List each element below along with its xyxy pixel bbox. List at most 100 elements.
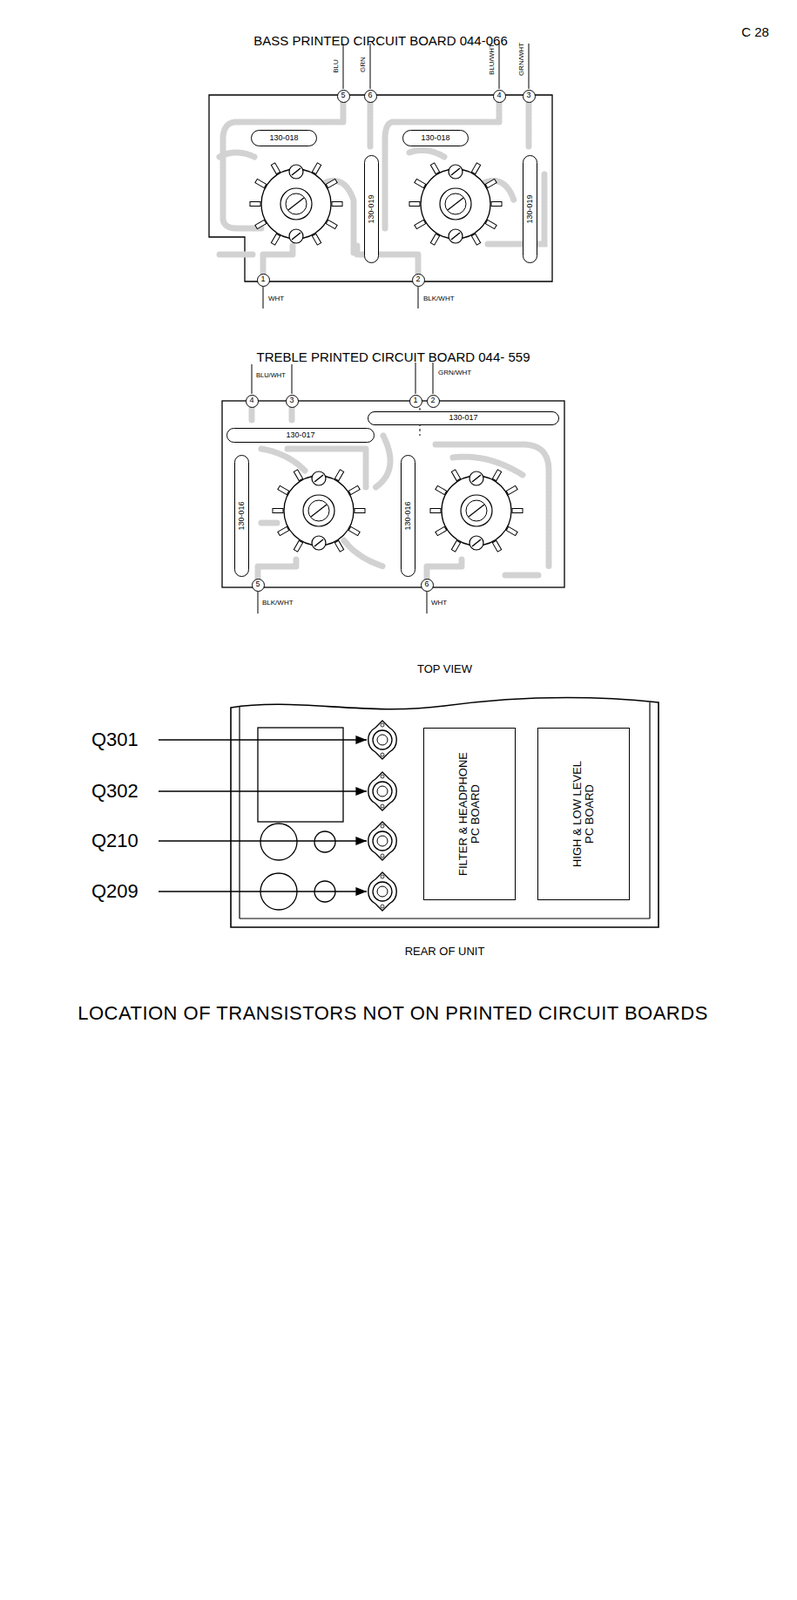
treble-board-drawing (257, 591, 259, 614)
part-number: 130-018 (269, 134, 298, 143)
bass-board-drawing (217, 251, 253, 258)
board-name: FILTER & HEADPHONE PC BOARD (457, 748, 483, 879)
chassis-drawing (260, 823, 298, 860)
pc-board-box: FILTER & HEADPHONE PC BOARD (423, 727, 516, 900)
pin-number: 6 (367, 91, 372, 101)
pin-circle: 4 (493, 89, 507, 103)
wire-color: GRN/WHT (518, 42, 527, 76)
board-name: HIGH & LOW LEVEL PC BOARD (571, 752, 597, 875)
wire-color: WHT (268, 295, 284, 304)
bass-board-drawing (367, 102, 374, 149)
page-number: C 28 (741, 25, 770, 41)
chassis-drawing (238, 706, 240, 919)
treble-board-drawing (432, 362, 434, 394)
part-number: 130-016 (404, 500, 413, 530)
chassis-drawing (257, 727, 344, 822)
pin-circle: 4 (245, 394, 259, 408)
chassis-drawing (239, 917, 650, 919)
component-outline: 130-018 (250, 129, 318, 147)
treble-board-drawing (374, 435, 391, 488)
transistor-label: Q210 (91, 830, 139, 852)
circuit-board: TREBLE PRINTED CIRCUIT BOARD 044- 559431… (222, 400, 565, 588)
pin-circle: 6 (364, 89, 378, 103)
bass-board-drawing (263, 286, 264, 309)
component-outline: 130-017 (367, 411, 560, 426)
part-number: 130-017 (448, 413, 478, 423)
pin-circle: 2 (426, 394, 440, 408)
pin-number: 2 (415, 275, 420, 284)
wire-color: BLU/WHT (488, 43, 497, 75)
wire-color: BLU/WHT (256, 371, 286, 379)
circuit-board: BASS PRINTED CIRCUIT BOARD 044-066564313… (209, 94, 553, 282)
component-outline: 130-018 (402, 129, 469, 147)
treble-board-drawing (344, 540, 384, 567)
bass-board-drawing (499, 43, 500, 89)
bass-board-drawing (409, 162, 502, 245)
treble-board-drawing (222, 362, 565, 614)
part-number: 130-019 (526, 194, 535, 223)
pin-circle: 1 (409, 394, 423, 408)
treble-board-drawing (251, 407, 549, 579)
transistor-label: Q302 (91, 780, 139, 802)
part-number: 130-017 (285, 431, 315, 440)
leader-arrow (158, 738, 367, 740)
view-label: TOP VIEW (417, 662, 473, 676)
illustration (368, 720, 398, 759)
treble-board-drawing (426, 591, 428, 614)
caption: LOCATION OF TRANSISTORS NOT ON PRINTED C… (77, 1002, 709, 1024)
bass-board-drawing (263, 43, 529, 309)
treble-board-drawing (505, 572, 541, 579)
bass-board-drawing (370, 43, 372, 89)
illustration (368, 771, 398, 811)
bass-board-drawing (526, 102, 533, 149)
treble-board-drawing (251, 362, 433, 614)
pin-number: 3 (289, 396, 294, 406)
component-outline: 130-019 (364, 155, 379, 264)
treble-board-drawing (261, 448, 305, 471)
bass-board-drawing (263, 245, 293, 274)
treble-board-drawing (291, 364, 293, 394)
part-number: 130-019 (367, 194, 377, 223)
treble-board-drawing (222, 400, 565, 588)
wire-color: BLK/WHT (262, 599, 294, 608)
chassis-outline: TOP VIEWREAR OF UNITFILTER & HEADPHONE P… (230, 703, 659, 927)
chassis-drawing (314, 830, 336, 852)
treble-board-drawing (426, 557, 462, 579)
component-outline: 130-016 (234, 454, 250, 577)
pin-number: 5 (340, 91, 345, 101)
pin-number: 4 (249, 396, 254, 406)
treble-board-drawing (257, 557, 297, 579)
pin-circle: 5 (337, 89, 351, 103)
pin-number: 6 (424, 580, 429, 589)
pin-circle: 1 (256, 273, 271, 287)
illustration (368, 821, 398, 860)
bass-board-drawing (217, 102, 545, 274)
wire-color: GRN/WHT (438, 369, 472, 378)
component-outline: 130-019 (522, 155, 538, 264)
pin-circle: 5 (251, 578, 265, 592)
bass-board-drawing (219, 152, 255, 157)
wire-color: BLU (332, 59, 341, 74)
wire-color: BLK/WHT (423, 295, 455, 304)
leader-arrow (158, 790, 367, 791)
wire-color: GRN (359, 56, 368, 73)
transistor-label: Q301 (91, 729, 139, 750)
bass-board-drawing (418, 286, 419, 309)
chassis-drawing (648, 702, 650, 919)
pin-circle: 2 (412, 273, 426, 287)
wire-color: WHT (431, 599, 447, 608)
bass-board-drawing (528, 43, 530, 89)
treble-board-drawing (430, 469, 523, 552)
illustration (368, 871, 398, 911)
pin-number: 1 (412, 396, 418, 406)
bass-board-drawing (409, 149, 445, 157)
view-label: REAR OF UNIT (405, 945, 486, 958)
pin-number: 1 (260, 275, 265, 284)
bass-board-drawing (343, 43, 345, 89)
pin-circle: 3 (522, 89, 536, 103)
leader-arrow (158, 839, 367, 841)
pc-board-box: HIGH & LOW LEVEL PC BOARD (537, 727, 630, 900)
treble-board-drawing (415, 362, 417, 394)
treble-board-drawing (289, 407, 296, 420)
